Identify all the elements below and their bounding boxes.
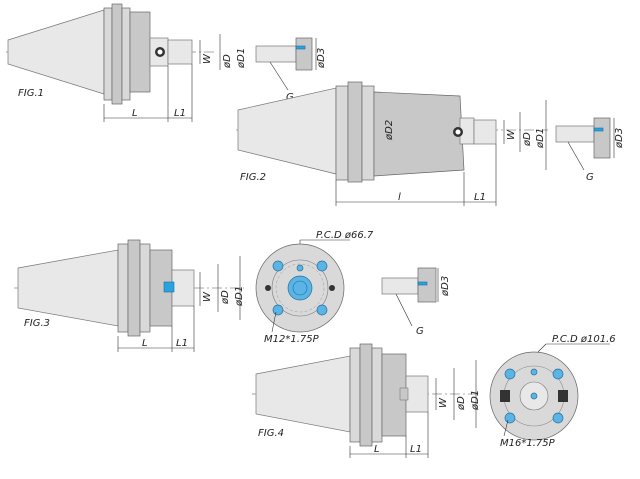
fig1-label-W: W (202, 53, 213, 64)
detail3-label-D3: øD3 (440, 276, 451, 297)
detail1-label-D3: øD3 (316, 48, 327, 69)
fig2-caption: FIG.2 (240, 172, 266, 183)
fig3-label-L1: L1 (176, 338, 188, 349)
flange1-thread-label: M12*1.75P (264, 334, 320, 345)
flange1-bolt-hole (272, 304, 284, 316)
detail1-label-G: G (286, 92, 294, 103)
detail2-label-G: G (586, 172, 594, 183)
flange1-bolt-hole (272, 260, 284, 272)
fig2-flange (347, 81, 363, 183)
screw-detail-2: øD3 G (555, 117, 625, 183)
flange2-bolt-hole (552, 412, 564, 424)
flange1-center-bore (287, 275, 313, 301)
fig3-caption: FIG.3 (24, 318, 50, 329)
fig3-label-D: øD (220, 290, 231, 305)
fig3-label-D1: øD1 (234, 286, 245, 307)
fig1-caption: FIG.1 (18, 88, 44, 99)
flange2-bolt-hole (504, 368, 516, 380)
detail2-label-D3: øD3 (614, 128, 625, 149)
flange2-pcd-label: P.C.D ø101.6 (552, 334, 616, 345)
fig2-label-D2: øD2 (384, 120, 395, 141)
figure-1: L L1 W øD øD1 FIG.1 (6, 3, 247, 122)
detail3-label-G: G (416, 326, 424, 337)
flange2-bolt-hole (504, 412, 516, 424)
flange-face-2: P.C.D ø101.6 M16*1.75P (489, 334, 616, 449)
flange1-bolt-hole (316, 260, 328, 272)
fig2-label-D: øD (522, 132, 533, 147)
flange-face-1: P.C.D ø66.7 M12*1.75P (255, 230, 374, 345)
fig4-label-D: øD (456, 396, 467, 411)
fig2-taper (237, 87, 337, 175)
flange2-thread-label: M16*1.75P (500, 438, 556, 449)
fig4-caption: FIG.4 (258, 428, 284, 439)
fig4-taper (255, 355, 351, 433)
fig1-label-L: L (132, 108, 138, 119)
figure-4: L L1 W øD øD1 FIG.4 (252, 343, 481, 458)
fig1-label-D1: øD1 (236, 48, 247, 69)
fig4-label-W: W (438, 397, 449, 408)
flange2-center-bore (530, 392, 538, 400)
fig2-label-l: l (398, 192, 401, 203)
fig2-label-W: W (506, 129, 517, 140)
fig3-flange (127, 239, 141, 337)
figure-3: L L1 W øD øD1 FIG.3 (14, 239, 245, 352)
screw-detail-1: øD3 G (255, 37, 327, 103)
fig4-label-D1: øD1 (470, 390, 481, 411)
fig3-label-W: W (202, 291, 213, 302)
fig1-taper (7, 9, 105, 95)
figure-2: øD2 l L1 W øD øD1 FIG.2 (236, 81, 548, 206)
fig1-label-L1: L1 (174, 108, 186, 119)
fig4-label-L1: L1 (410, 444, 422, 455)
fig4-label-L: L (374, 444, 380, 455)
screw-detail-3: øD3 G (381, 267, 451, 337)
fig3-taper (17, 249, 119, 327)
flange1-pcd-label: P.C.D ø66.7 (316, 230, 374, 241)
fig3-label-L: L (142, 338, 148, 349)
fig2-label-L1: L1 (474, 192, 486, 203)
fig2-label-D1: øD1 (535, 128, 546, 149)
flange2-bolt-hole (552, 368, 564, 380)
fig1-flange (103, 7, 113, 101)
fig4-flange (359, 343, 373, 447)
fig1-label-D: øD (222, 54, 233, 69)
flange1-bolt-hole (316, 304, 328, 316)
